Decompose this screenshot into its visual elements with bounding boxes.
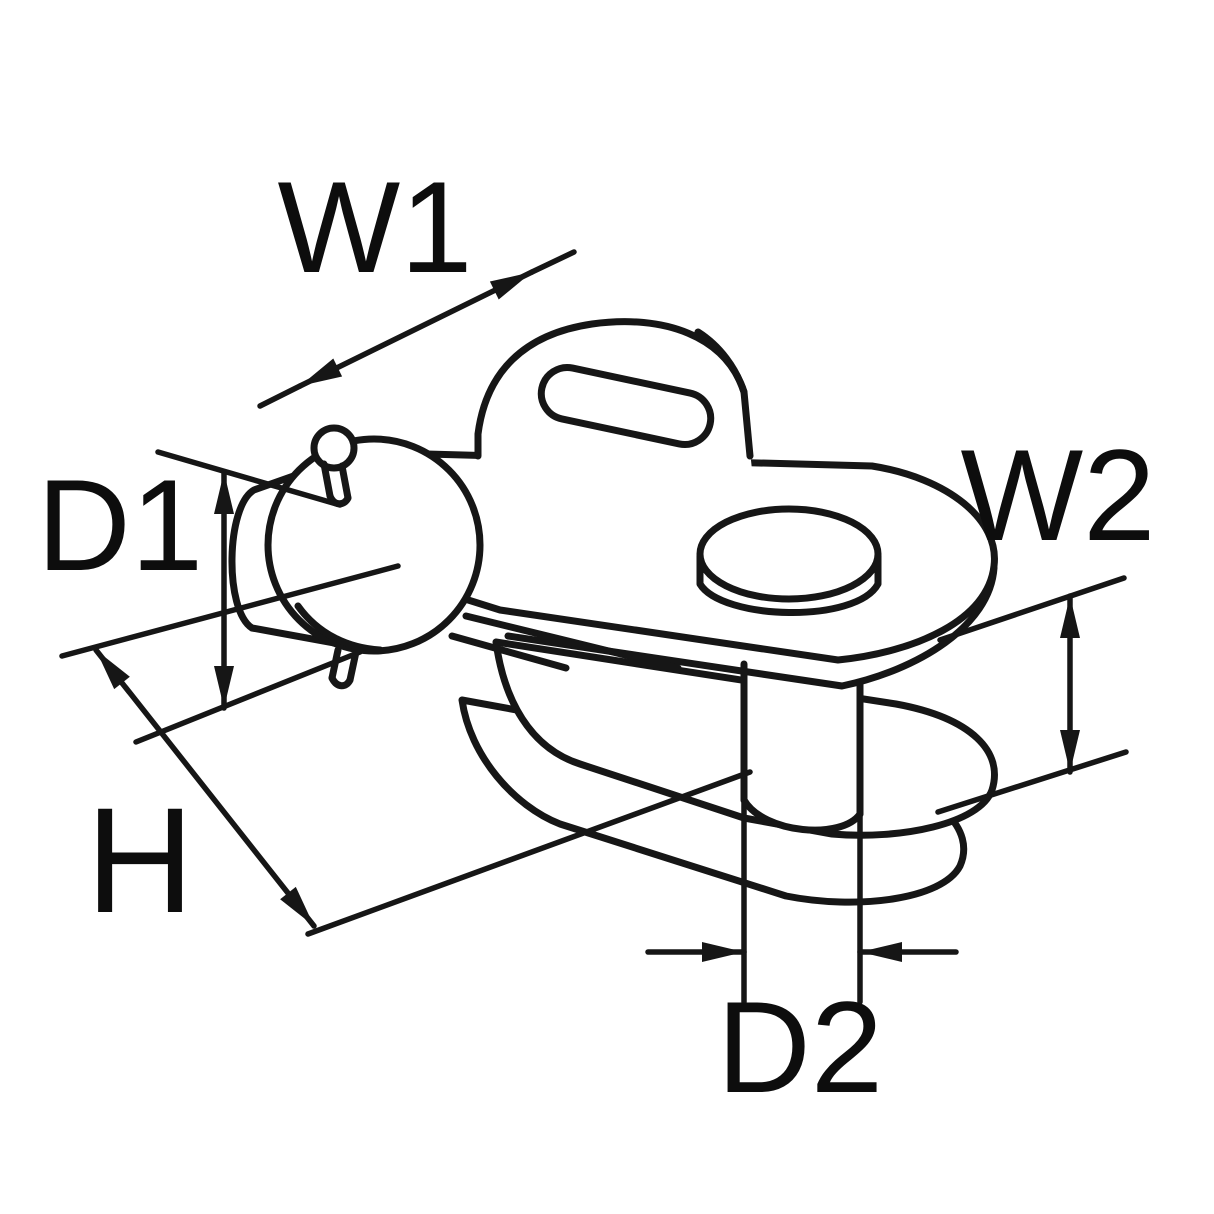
dimension-w2: W2	[935, 422, 1156, 815]
toggle-body-drawing	[228, 318, 998, 906]
dimension-h: H	[59, 563, 753, 944]
label-d1: D1	[37, 452, 203, 598]
dimension-w1: W1	[257, 154, 577, 409]
cotter-ring	[310, 424, 358, 472]
top-strap-fold-line	[694, 328, 748, 396]
label-h: H	[86, 776, 194, 944]
cotter-pin-shaft-left	[320, 460, 334, 500]
w2-extension-bottom	[935, 749, 1129, 815]
label-w2: W2	[961, 422, 1156, 568]
w1-arrow-line	[297, 269, 535, 389]
h-extension-bottom	[305, 769, 753, 937]
h-arrow-line	[93, 647, 317, 929]
w1-extension-lower	[257, 383, 303, 409]
left-pin-flange-inner-arc	[294, 602, 384, 654]
h-extension-top	[59, 563, 401, 659]
w2-extension-top	[937, 575, 1127, 643]
w1-extension-upper	[529, 249, 577, 275]
flat-pin-head	[696, 505, 882, 603]
upper-plate-thickness-edge	[504, 564, 998, 690]
cotter-pin-leg-end	[328, 674, 354, 690]
d1-extension-top	[155, 449, 343, 508]
label-d2: D2	[717, 974, 883, 1120]
left-pin-flange	[264, 435, 484, 655]
d1-extension-bottom	[133, 649, 363, 745]
dimension-d2: D2	[645, 792, 959, 1120]
cotter-pin-shaft-right	[338, 462, 352, 502]
lower-pin-body	[744, 664, 860, 831]
top-strap-slot	[537, 364, 715, 448]
label-w1: W1	[278, 154, 473, 300]
lower-pin-bottom-cap	[740, 796, 864, 834]
mid-plate-edge-1	[462, 612, 682, 672]
mid-plate-edge-2	[448, 632, 570, 672]
